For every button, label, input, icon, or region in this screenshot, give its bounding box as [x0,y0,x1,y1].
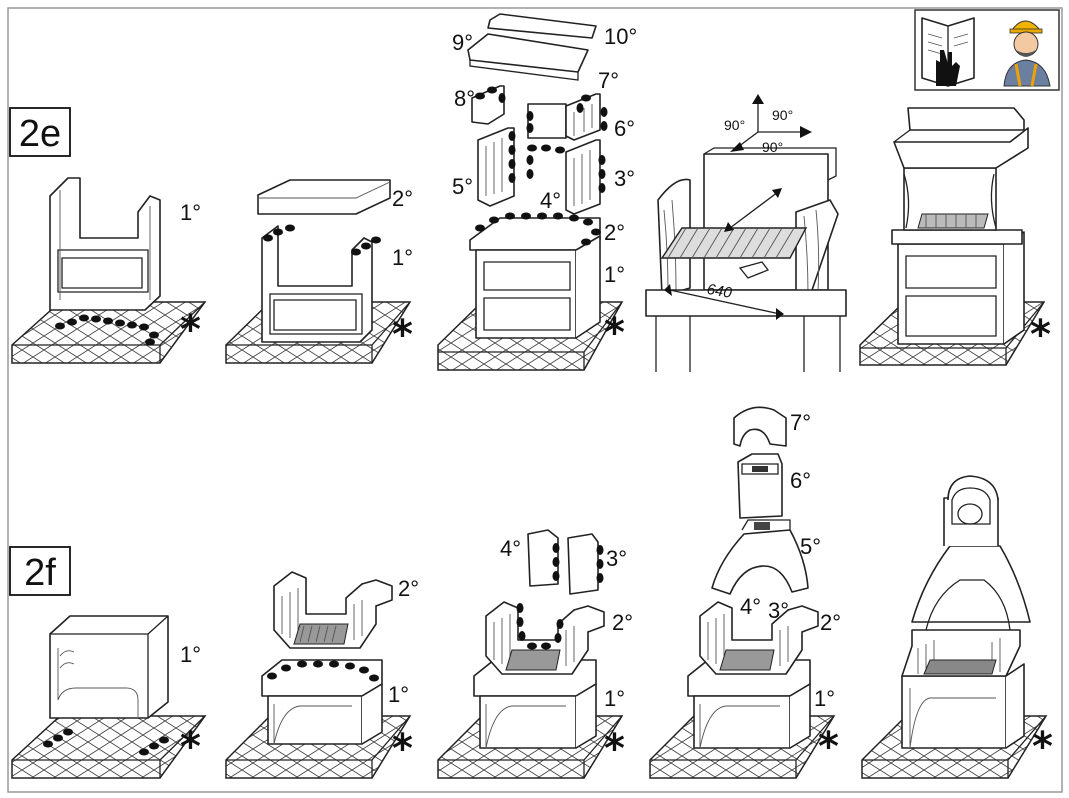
label-e3-7: 7° [598,68,619,93]
label-f4-5: 5° [800,534,821,559]
star-e2: * [392,312,413,358]
step-2e-text: 2e [19,113,61,155]
label-f3-4: 4° [500,536,521,561]
star-e5: * [1030,312,1051,358]
star-e3: * [604,310,625,356]
label-f4-3: 3° [768,598,789,623]
star-f2: * [392,726,413,772]
star-e1: * [180,307,201,353]
label-e3-3: 3° [614,166,635,191]
step-2e-panel-5: * [859,107,1051,366]
step-2e-panel-3: 9° 10° 8° 7° 6° 5° 4° 3° 2° 1° * [437,13,637,371]
label-e3-9: 9° [452,30,473,55]
label-f2-2: 2° [398,576,419,601]
step-2e-panel-2: 2° 1° * [225,179,413,364]
label-e3-4: 4° [540,188,561,213]
step-2f-panel-2: 2° 1° * [225,571,419,779]
label-e4-90c: 90° [762,139,783,155]
step-2f-panel-1: 1° * [11,615,207,779]
label-f4-7: 7° [790,410,811,435]
star-f3: * [604,726,625,772]
label-e3-5: 5° [452,174,473,199]
star-f1: * [180,724,201,770]
label-e1-1: 1° [180,200,201,225]
page-border [7,7,1063,793]
label-f2-1: 1° [388,682,409,707]
step-2f-panel-3: 4° 3° 2° 1° * [437,529,633,779]
worker-icon [1003,20,1051,87]
label-e2-2: 2° [392,186,413,211]
label-e4-90b: 90° [772,107,793,123]
label-e4-90a: 90° [724,117,745,133]
label-e2-1: 1° [392,245,413,270]
step-2e-panel-1: 1° * [11,177,207,364]
star-f4: * [818,724,839,770]
step-label-2f: 2f [9,546,71,596]
step-2f-panel-4: 7° 6° 5° 4° 3° 2° 1° * [649,406,841,779]
read-manual-icon [921,17,975,87]
star-f5: * [1032,724,1053,770]
step-label-2e: 2e [9,107,71,157]
label-e3-2: 2° [604,220,625,245]
label-e3-10: 10° [604,24,637,49]
step-2f-text: 2f [24,552,56,594]
label-f4-2: 2° [820,610,841,635]
label-f4-6: 6° [790,468,811,493]
label-f3-1: 1° [604,686,625,711]
label-e4-640: 640 [706,281,734,302]
label-f4-4: 4° [740,594,761,619]
step-2e-panel-4: 90° 90° 90° 640 [645,94,847,372]
step-2f-panel-5: * [861,475,1053,779]
label-e3-8: 8° [454,86,475,111]
label-e3-1: 1° [604,262,625,287]
label-f4-1: 1° [814,686,835,711]
label-f3-3: 3° [606,546,627,571]
label-e3-6: 6° [614,116,635,141]
label-f1-1: 1° [180,642,201,667]
label-f3-2: 2° [612,610,633,635]
manual-help-box [914,9,1060,91]
